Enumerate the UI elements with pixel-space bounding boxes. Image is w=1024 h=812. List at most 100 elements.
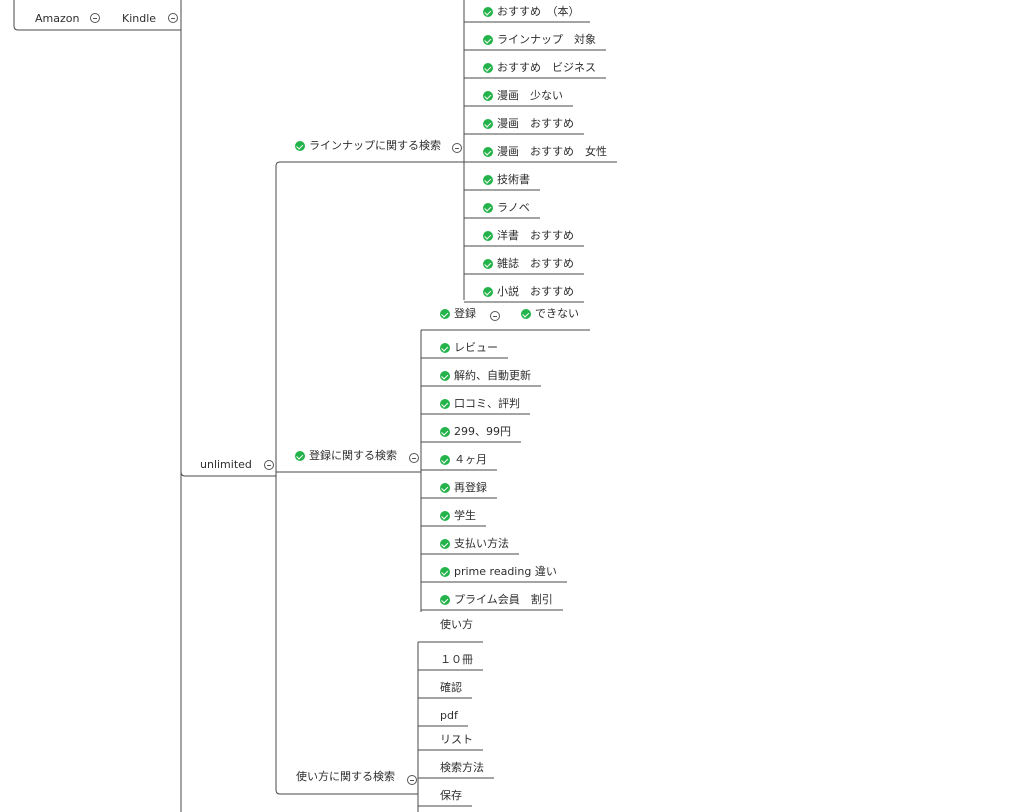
usage-item[interactable]: pdf bbox=[440, 709, 458, 723]
node-unlimited[interactable]: unlimited bbox=[200, 458, 252, 472]
node-label: 学生 bbox=[454, 509, 476, 522]
collapse-minus-icon[interactable] bbox=[409, 453, 419, 463]
check-circle-icon bbox=[483, 91, 493, 101]
lineup-item[interactable]: おすすめ ビジネス bbox=[483, 61, 596, 75]
node-label: ラインナップに関する検索 bbox=[309, 139, 441, 152]
check-circle-icon bbox=[483, 203, 493, 213]
node-label: 小説 おすすめ bbox=[497, 285, 574, 298]
node-usage[interactable]: 使い方に関する検索 bbox=[296, 770, 395, 784]
check-circle-icon bbox=[440, 539, 450, 549]
lineup-item[interactable]: 小説 おすすめ bbox=[483, 285, 574, 299]
node-label: ４ヶ月 bbox=[454, 453, 487, 466]
node-label: 登録に関する検索 bbox=[309, 449, 397, 462]
lineup-item[interactable]: ラインナップ 対象 bbox=[483, 33, 596, 47]
lineup-item[interactable]: 漫画 おすすめ bbox=[483, 117, 574, 131]
check-circle-icon bbox=[440, 595, 450, 605]
check-circle-icon bbox=[440, 483, 450, 493]
register-item[interactable]: 学生 bbox=[440, 509, 476, 523]
node-label: １０冊 bbox=[440, 653, 473, 666]
register-item[interactable]: プライム会員 割引 bbox=[440, 593, 553, 607]
node-label: 漫画 おすすめ bbox=[497, 117, 574, 130]
check-circle-icon bbox=[483, 119, 493, 129]
register-item[interactable]: prime reading 違い bbox=[440, 565, 557, 579]
usage-item[interactable]: 使い方 bbox=[440, 618, 473, 632]
node-label: 洋書 おすすめ bbox=[497, 229, 574, 242]
node-label: 299、99円 bbox=[454, 425, 511, 438]
collapse-minus-icon[interactable] bbox=[168, 13, 178, 23]
node-label: unlimited bbox=[200, 458, 252, 471]
node-label: 使い方 bbox=[440, 618, 473, 631]
lineup-item[interactable]: 雑誌 おすすめ bbox=[483, 257, 574, 271]
node-label: ラノベ bbox=[497, 201, 530, 214]
lineup-item[interactable]: おすすめ （本） bbox=[483, 5, 580, 19]
node-label: おすすめ ビジネス bbox=[497, 61, 596, 74]
node-label: 支払い方法 bbox=[454, 537, 509, 550]
check-circle-icon bbox=[440, 567, 450, 577]
usage-item[interactable]: 検索方法 bbox=[440, 761, 484, 775]
check-circle-icon bbox=[483, 147, 493, 157]
collapse-minus-icon[interactable] bbox=[264, 460, 274, 470]
register-item[interactable]: 299、99円 bbox=[440, 425, 511, 439]
node-label: prime reading 違い bbox=[454, 565, 557, 578]
lineup-connector bbox=[275, 161, 464, 167]
usage-item[interactable]: 確認 bbox=[440, 681, 462, 695]
check-circle-icon bbox=[295, 141, 305, 151]
node-label: 再登録 bbox=[454, 481, 487, 494]
unlimited-connector bbox=[180, 471, 276, 477]
collapse-minus-icon[interactable] bbox=[90, 13, 100, 23]
node-label: 漫画 おすすめ 女性 bbox=[497, 145, 607, 158]
node-lineup[interactable]: ラインナップに関する検索 bbox=[295, 139, 441, 153]
node-label: おすすめ （本） bbox=[497, 5, 580, 18]
check-circle-icon bbox=[483, 231, 493, 241]
node-label: 解約、自動更新 bbox=[454, 369, 531, 382]
check-circle-icon bbox=[440, 427, 450, 437]
check-circle-icon bbox=[295, 451, 305, 461]
check-circle-icon bbox=[483, 63, 493, 73]
node-kindle[interactable]: Kindle bbox=[122, 12, 156, 26]
check-circle-icon bbox=[483, 175, 493, 185]
register-item[interactable]: ４ヶ月 bbox=[440, 453, 487, 467]
node-label: 登録 bbox=[454, 307, 476, 320]
node-label: 口コミ、評判 bbox=[454, 397, 520, 410]
check-circle-icon bbox=[483, 35, 493, 45]
collapse-minus-icon[interactable] bbox=[407, 775, 417, 785]
check-circle-icon bbox=[440, 455, 450, 465]
register-item[interactable]: 支払い方法 bbox=[440, 537, 509, 551]
node-label: リスト bbox=[440, 733, 473, 746]
check-circle-icon bbox=[521, 309, 531, 319]
check-circle-icon bbox=[440, 511, 450, 521]
usage-item[interactable]: 保存 bbox=[440, 789, 462, 803]
node-label: pdf bbox=[440, 709, 458, 722]
register-item-register[interactable]: 登録 bbox=[440, 307, 476, 321]
node-label: プライム会員 割引 bbox=[454, 593, 553, 606]
register-item[interactable]: レビュー bbox=[440, 341, 498, 355]
check-circle-icon bbox=[483, 7, 493, 17]
check-circle-icon bbox=[440, 399, 450, 409]
check-circle-icon bbox=[483, 287, 493, 297]
collapse-minus-icon[interactable] bbox=[490, 311, 500, 321]
usage-item[interactable]: リスト bbox=[440, 733, 473, 747]
node-register[interactable]: 登録に関する検索 bbox=[295, 449, 397, 463]
node-label: 漫画 少ない bbox=[497, 89, 563, 102]
usage-connector bbox=[275, 166, 418, 795]
node-label: できない bbox=[535, 307, 579, 320]
node-label: 検索方法 bbox=[440, 761, 484, 774]
node-label: 使い方に関する検索 bbox=[296, 770, 395, 783]
register-item-cannot[interactable]: できない bbox=[521, 307, 579, 321]
lineup-item[interactable]: ラノベ bbox=[483, 201, 530, 215]
lineup-item[interactable]: 技術書 bbox=[483, 173, 530, 187]
usage-item[interactable]: １０冊 bbox=[440, 653, 473, 667]
register-item[interactable]: 再登録 bbox=[440, 481, 487, 495]
check-circle-icon bbox=[440, 343, 450, 353]
register-item[interactable]: 口コミ、評判 bbox=[440, 397, 520, 411]
register-item[interactable]: 解約、自動更新 bbox=[440, 369, 531, 383]
collapse-minus-icon[interactable] bbox=[452, 143, 462, 153]
check-circle-icon bbox=[440, 309, 450, 319]
node-amazon[interactable]: Amazon bbox=[35, 12, 79, 26]
node-label: 雑誌 おすすめ bbox=[497, 257, 574, 270]
node-label: Kindle bbox=[122, 12, 157, 25]
lineup-item[interactable]: 漫画 少ない bbox=[483, 89, 563, 103]
lineup-item[interactable]: 漫画 おすすめ 女性 bbox=[483, 145, 607, 159]
lineup-item[interactable]: 洋書 おすすめ bbox=[483, 229, 574, 243]
